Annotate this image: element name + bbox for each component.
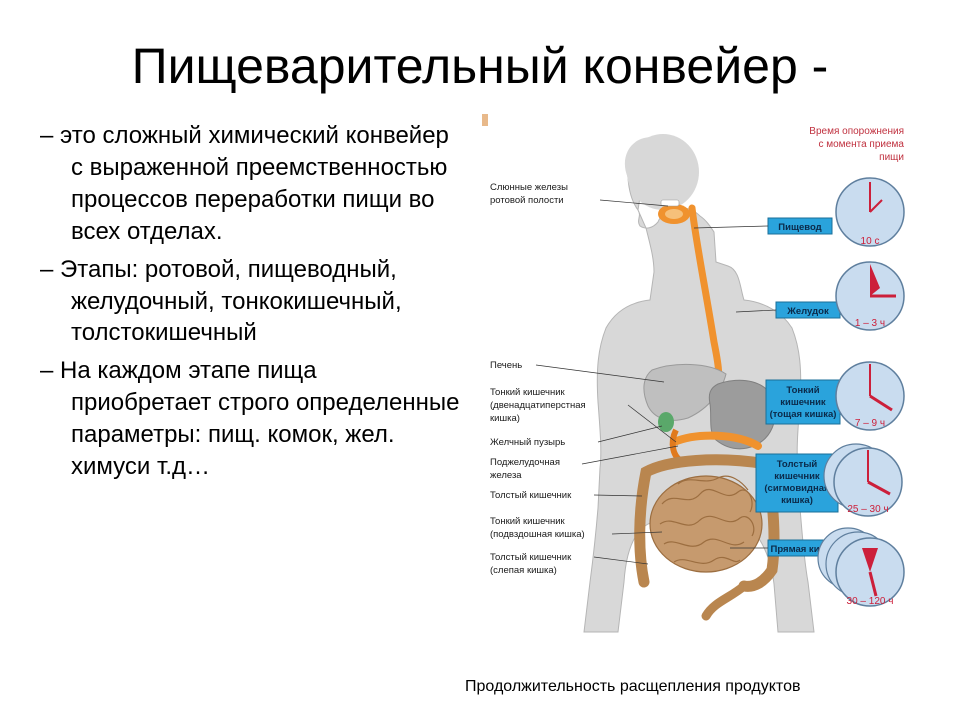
label-gallbladder: Желчный пузырь [490,437,565,448]
figure-caption: Продолжительность расщепления продуктов [465,678,801,695]
bullet-parameters: – На каждом этапе пища приобретает строг… [40,357,460,481]
label-cecum-1: Толстый кишечник [490,552,572,563]
bullet-list: – это сложный химический конвейер с выра… [40,120,460,489]
label-cecum-2: (слепая кишка) [490,565,557,576]
small-intestine [649,475,763,573]
head [627,134,699,210]
bullet-definition: – это сложный химический конвейер с выра… [40,122,449,245]
label-sigmoid-2: кишечник [774,471,820,482]
label-pancreas-1: Поджелудочная [490,457,560,468]
pancreas [670,431,762,450]
label-salivary-2: ротовой полости [490,195,564,206]
label-duodenum-2: (двенадцатиперстная [490,400,586,411]
clock-25-30h: 25 – 30 ч [823,443,903,517]
clock-1-3h: 1 – 3 ч [835,261,905,331]
gallbladder [658,412,674,432]
clock-label-25-30h: 25 – 30 ч [847,504,888,515]
mouth-salivary [658,199,690,224]
label-sigmoid-4: кишка) [781,495,813,506]
header-line-2: с момента приема [818,139,904,150]
label-colon: Толстый кишечник [490,490,572,501]
clock-7-9h: 7 – 9 ч [835,361,905,431]
clock-label-30-120h: 30 – 120 ч [847,596,894,607]
label-ileum-2: (подвздошная кишка) [490,529,585,540]
rectum [701,581,749,621]
label-liver: Печень [490,360,522,371]
label-duodenum-1: Тонкий кишечник [490,387,566,398]
label-jejunum-2: кишечник [780,397,826,408]
time-header: Время опорожнения с момента приема пищи [809,126,904,163]
digestive-system-figure: Слюнные железы ротовой полости Печень То… [478,112,914,660]
clock-10s: 10 с [835,177,905,247]
label-jejunum-3: (тощая кишка) [770,409,837,420]
label-sigmoid-3: (сигмовидная [764,483,829,494]
slide-title: Пищеварительный конвейер - [131,38,829,94]
liver [643,363,727,421]
clock-30-120h: 30 – 120 ч [817,527,905,607]
bullet-stages: – Этапы: ротовой, пищеводный, желудочный… [40,255,402,347]
label-ileum-1: Тонкий кишечник [490,516,566,527]
label-salivary-1: Слюнные железы [490,182,568,193]
left-labels: Слюнные железы ротовой полости Печень То… [490,182,679,576]
clock-label-10s: 10 с [861,236,880,247]
label-sigmoid-1: Толстый [777,459,818,470]
large-intestine [634,454,780,592]
label-rectum: Прямая кишка [771,544,839,555]
clock-label-1-3h: 1 – 3 ч [855,318,885,329]
label-duodenum-3: кишка) [490,413,520,424]
clock-label-7-9h: 7 – 9 ч [855,418,885,429]
label-esophagus: Пищевод [778,222,821,233]
label-pancreas-2: железа [490,470,522,481]
header-line-3: пищи [879,152,904,163]
label-jejunum-1: Тонкий [786,385,819,396]
header-line-1: Время опорожнения [809,126,904,137]
label-stomach: Желудок [786,306,829,317]
